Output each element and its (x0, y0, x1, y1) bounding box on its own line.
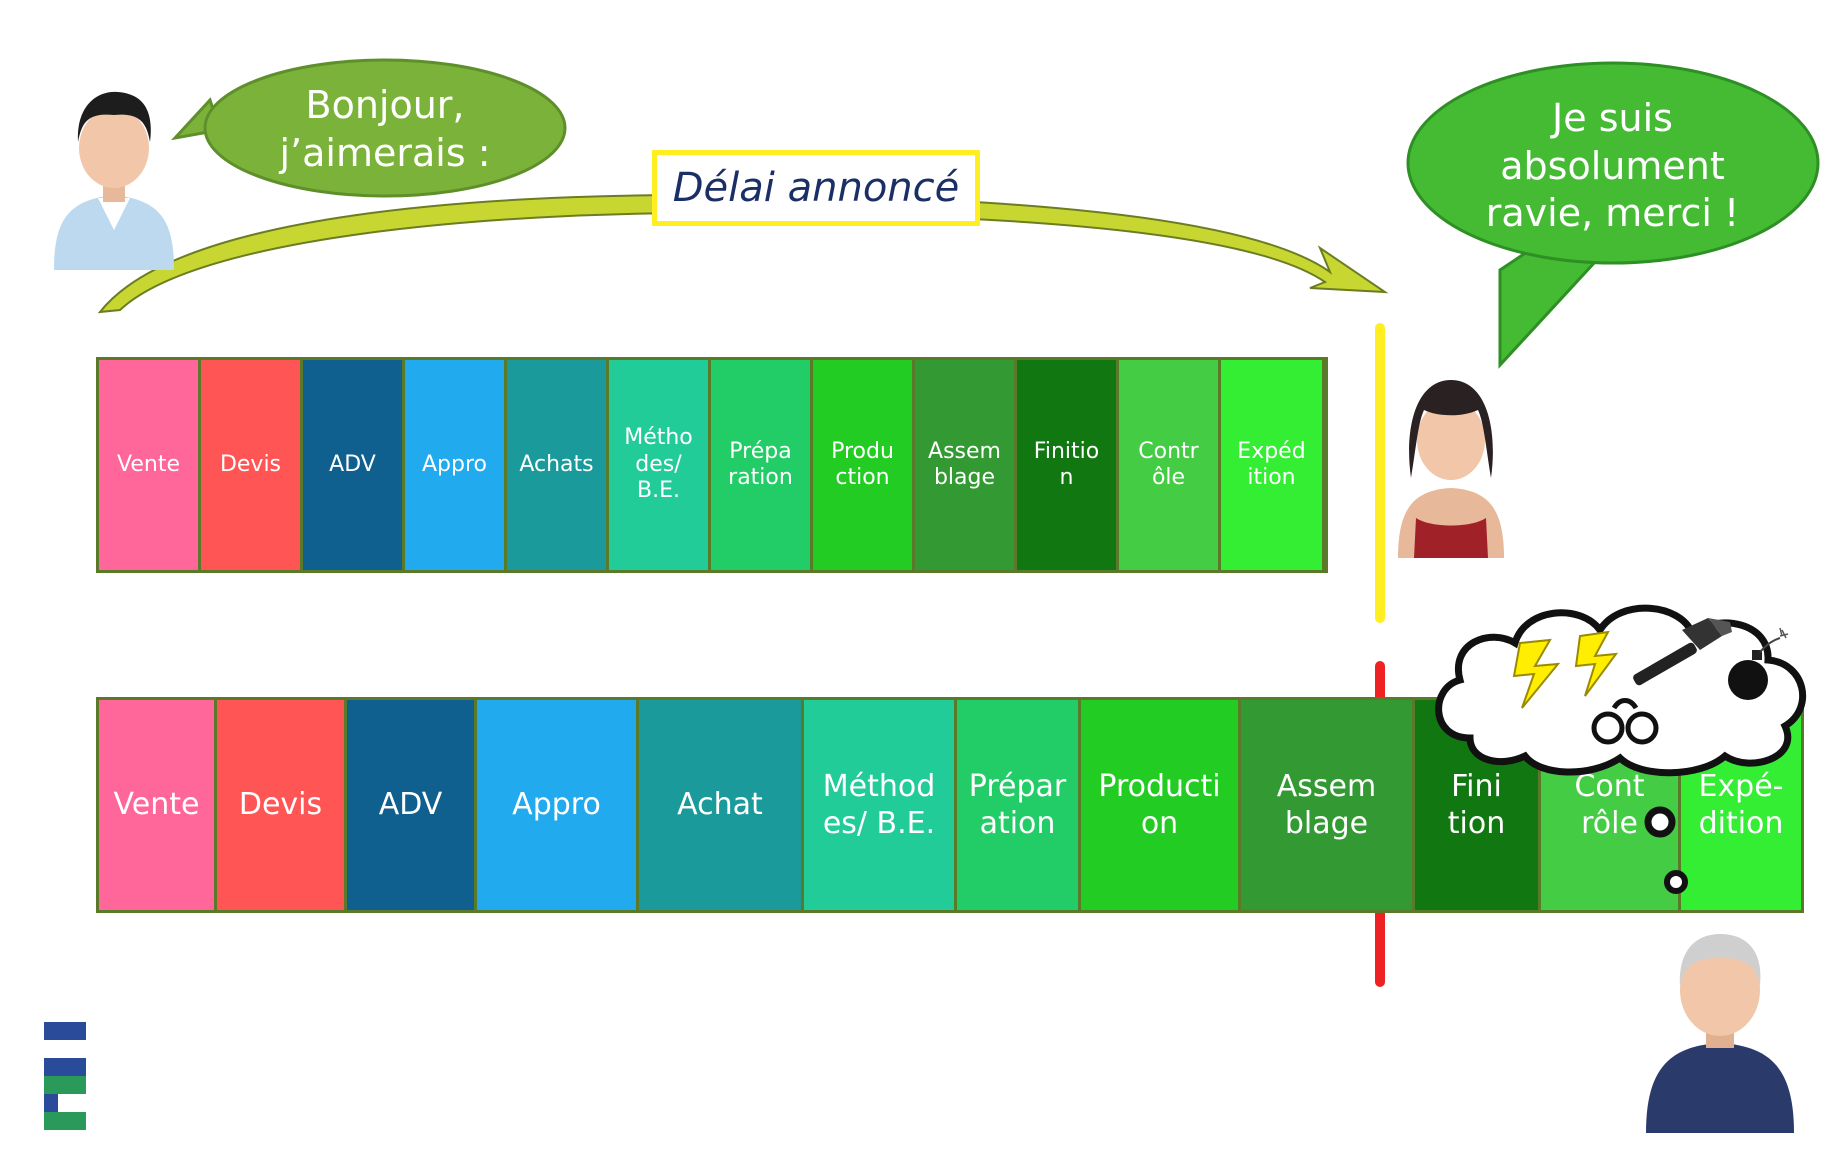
planned-step-production: Produ ction (813, 360, 915, 570)
handcuffs-icon (1591, 698, 1659, 745)
lightning-icon (1512, 638, 1561, 709)
delay-arrow (97, 193, 1389, 314)
hammer-icon (1633, 618, 1732, 686)
actual-step-production: Producti on (1081, 700, 1241, 910)
actual-step-methodes: Méthod es/ B.E. (804, 700, 957, 910)
customer-happy-text: Je suis absolument ravie, merci ! (1485, 96, 1740, 235)
planned-step-finition: Finitio n (1017, 360, 1119, 570)
planned-step-assemblage: Assem blage (915, 360, 1017, 570)
man-avatar-icon (54, 91, 174, 270)
planned-step-appro: Appro (405, 360, 507, 570)
customer-request-text: Bonjour, j’aimerais : (279, 83, 491, 175)
planned-step-methodes: Métho des/ B.E. (609, 360, 711, 570)
actual-step-assemblage: Assem blage (1241, 700, 1415, 910)
planned-step-preparation: Prépa ration (711, 360, 813, 570)
planned-step-vente: Vente (99, 360, 201, 570)
planned-process-bar: Vente Devis ADV Appro Achats Métho des/ … (96, 357, 1328, 573)
thought-dots (1644, 806, 1688, 894)
actual-step-preparation: Prépar ation (957, 700, 1081, 910)
elderly-man-avatar-icon (1646, 934, 1794, 1133)
delay-label: Délai annoncé (652, 150, 980, 226)
actual-step-achat: Achat (639, 700, 804, 910)
lightning-icon (1574, 630, 1619, 697)
woman-avatar-icon (1398, 380, 1504, 558)
actual-step-devis: Devis (217, 700, 347, 910)
planned-step-achats: Achats (507, 360, 609, 570)
planned-step-expedition: Expéd ition (1221, 360, 1322, 570)
actual-step-vente: Vente (99, 700, 217, 910)
planned-step-adv: ADV (303, 360, 405, 570)
actual-step-appro: Appro (477, 700, 639, 910)
speech-bubble-right (1406, 61, 1820, 369)
actual-step-adv: ADV (347, 700, 477, 910)
planned-step-controle: Contr ôle (1119, 360, 1221, 570)
speech-bubble-left (170, 58, 567, 198)
thought-cloud (1435, 604, 1806, 777)
bomb-icon (1728, 627, 1789, 700)
planned-step-devis: Devis (201, 360, 303, 570)
